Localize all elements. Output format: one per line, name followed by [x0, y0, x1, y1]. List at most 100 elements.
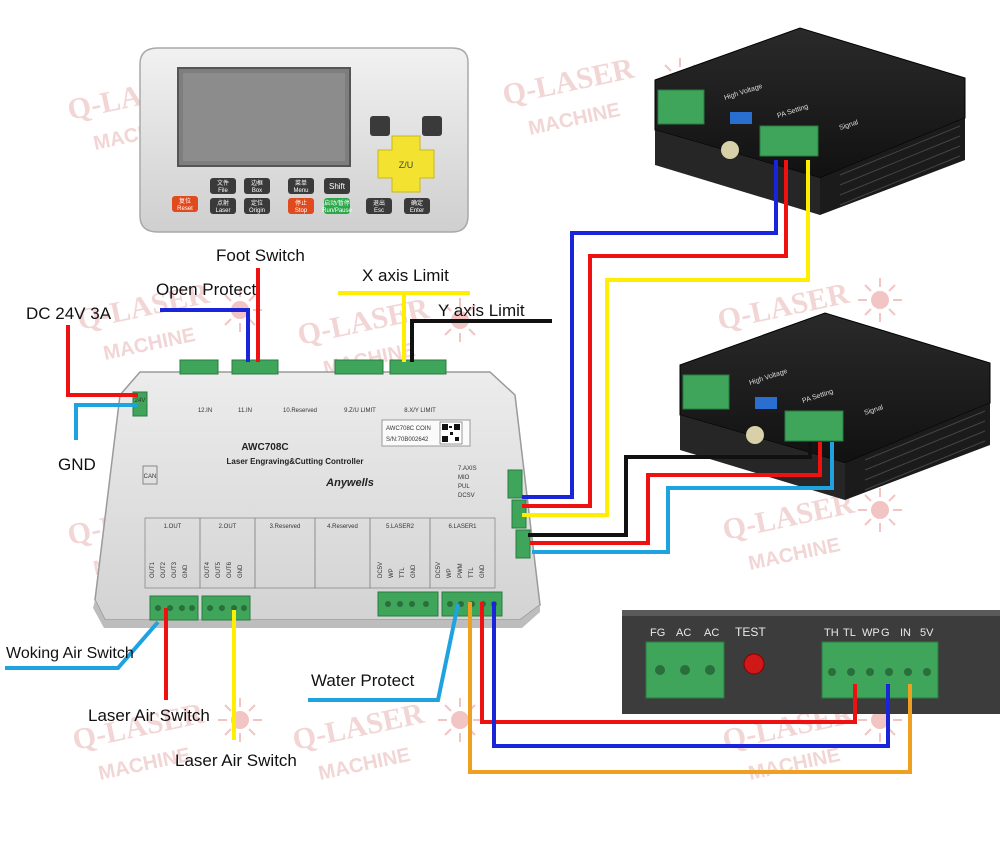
psu-test-button[interactable]: [743, 653, 765, 675]
panel-key-en-label: File: [218, 188, 228, 194]
panel-key-cn-label: 菜单: [295, 179, 307, 187]
pin-label: GND: [183, 564, 189, 578]
section-label: 4.Reserved: [327, 524, 358, 530]
driver-1-power-terminal: [657, 89, 705, 125]
down-key[interactable]: [422, 116, 442, 136]
dpad[interactable]: Z/U: [377, 135, 435, 193]
wire-gnd: [74, 403, 138, 440]
pin-label: TTL: [469, 567, 475, 578]
can-port: [142, 465, 158, 485]
side-label: PUL: [458, 484, 470, 490]
wire-laser-5v: [468, 602, 912, 774]
controller-subtitle: Laser Engraving&Cutting Controller: [227, 457, 364, 466]
psu-terminal-label: IN: [900, 627, 911, 639]
panel-key-box[interactable]: [244, 178, 270, 194]
panel-key-en-label: Reset: [177, 206, 193, 212]
label-foot-switch: Foot Switch: [216, 246, 305, 265]
panel-key-en-label: Laser: [215, 208, 230, 214]
panel-key-cn-label: 停止: [295, 199, 307, 207]
power-label: 24V: [135, 398, 146, 404]
label-laser-air-switch-1: Laser Air Switch: [88, 706, 210, 725]
label-x-axis-limit: X axis Limit: [362, 266, 449, 285]
panel-key-en-label: Run/Pause: [322, 208, 352, 214]
controller-brand: Anywells: [325, 477, 374, 489]
label-gnd: GND: [58, 455, 96, 474]
panel-key-stop[interactable]: [288, 198, 314, 214]
wires: [5, 160, 912, 774]
panel-key-cn-label: 退出: [373, 199, 385, 207]
panel-key-cn-label: 文件: [217, 179, 229, 187]
panel-key-menu[interactable]: [288, 178, 314, 194]
watermark-line2: MACHINE: [746, 744, 842, 785]
panel-key-file[interactable]: [210, 178, 236, 194]
panel-key-esc[interactable]: [366, 198, 392, 214]
section-label: 1.OUT: [164, 524, 182, 530]
section-label: 2.OUT: [219, 524, 237, 530]
pin-label: PWM: [458, 563, 464, 578]
driver-2-power-terminal: [682, 374, 730, 410]
section-label: 5.LASER2: [386, 524, 415, 530]
panel-key-origin[interactable]: [244, 198, 270, 214]
panel-key-en-label: Esc: [374, 208, 384, 214]
label-dc-power: DC 24V 3A: [26, 304, 112, 323]
label-open-protect: Open Protect: [156, 280, 257, 299]
terminal-12-in: [179, 359, 219, 375]
psu-fg-label: FG: [650, 627, 665, 639]
panel-key-en-label: Shift: [329, 182, 346, 191]
panel-key-enter[interactable]: [404, 198, 430, 214]
wire-working-air-switch: [5, 620, 160, 670]
driver-1-dip-switch: [730, 112, 752, 124]
pin-label: DC5V: [378, 562, 384, 578]
side-label: MIO: [458, 475, 470, 481]
top-section-label: 11.IN: [238, 408, 252, 414]
watermark-line2: MACHINE: [101, 324, 197, 365]
pin-label: GND: [411, 564, 417, 578]
wire-driver1-blue: [522, 160, 778, 499]
wire-driver1-red: [522, 160, 788, 508]
terminal-9-zu-limit: [334, 359, 384, 375]
pin-label: WP: [389, 568, 395, 578]
watermark-line2: MACHINE: [746, 534, 842, 575]
panel-key-reset[interactable]: [172, 196, 198, 212]
psu-ac1-label: AC: [676, 627, 691, 639]
driver-1-sticker: [721, 141, 739, 159]
terminal-11-in: [231, 359, 279, 375]
section-label: 3.Reserved: [270, 524, 301, 530]
side-label: DCSV: [458, 493, 475, 499]
panel-key-en-label: Origin: [249, 208, 265, 214]
panel-key-run-pause[interactable]: [324, 198, 350, 214]
panel-key-laser[interactable]: [210, 198, 236, 214]
can-label: CAN: [144, 474, 157, 480]
up-key[interactable]: [370, 116, 390, 136]
watermark-line2: MACHINE: [526, 99, 622, 140]
psu-signal-terminal: [821, 641, 939, 699]
watermark-line2: MACHINE: [316, 744, 412, 785]
psu-terminal-label: TL: [843, 627, 856, 639]
panel-key-en-label: Stop: [295, 208, 308, 214]
pin-label: DC5V: [436, 562, 442, 578]
wire-laser-wp: [480, 602, 857, 724]
wire-driver2-lightblue: [532, 442, 834, 554]
wire-driver2-black: [528, 442, 812, 537]
top-section-label: 8.X/Y LIMIT: [404, 408, 436, 414]
panel-key-en-label: Box: [252, 188, 262, 194]
label-laser-air-switch-2: Laser Air Switch: [175, 751, 297, 770]
wire-water-protect: [308, 603, 460, 702]
panel-key-shift[interactable]: [324, 178, 350, 194]
top-section-label: 9.Z/U LIMIT: [344, 408, 376, 414]
panel-key-cn-label: 点射: [217, 199, 229, 207]
pin-label: GND: [238, 564, 244, 578]
pin-label: WP: [447, 568, 453, 578]
terminal-8-xy-limit: [389, 359, 447, 375]
pin-label: GND: [480, 564, 486, 578]
pin-label: OUT4: [205, 561, 211, 578]
qr-code: [439, 421, 463, 445]
psu-terminal-label: 5V: [920, 627, 934, 639]
pin-label: OUT2: [161, 561, 167, 578]
